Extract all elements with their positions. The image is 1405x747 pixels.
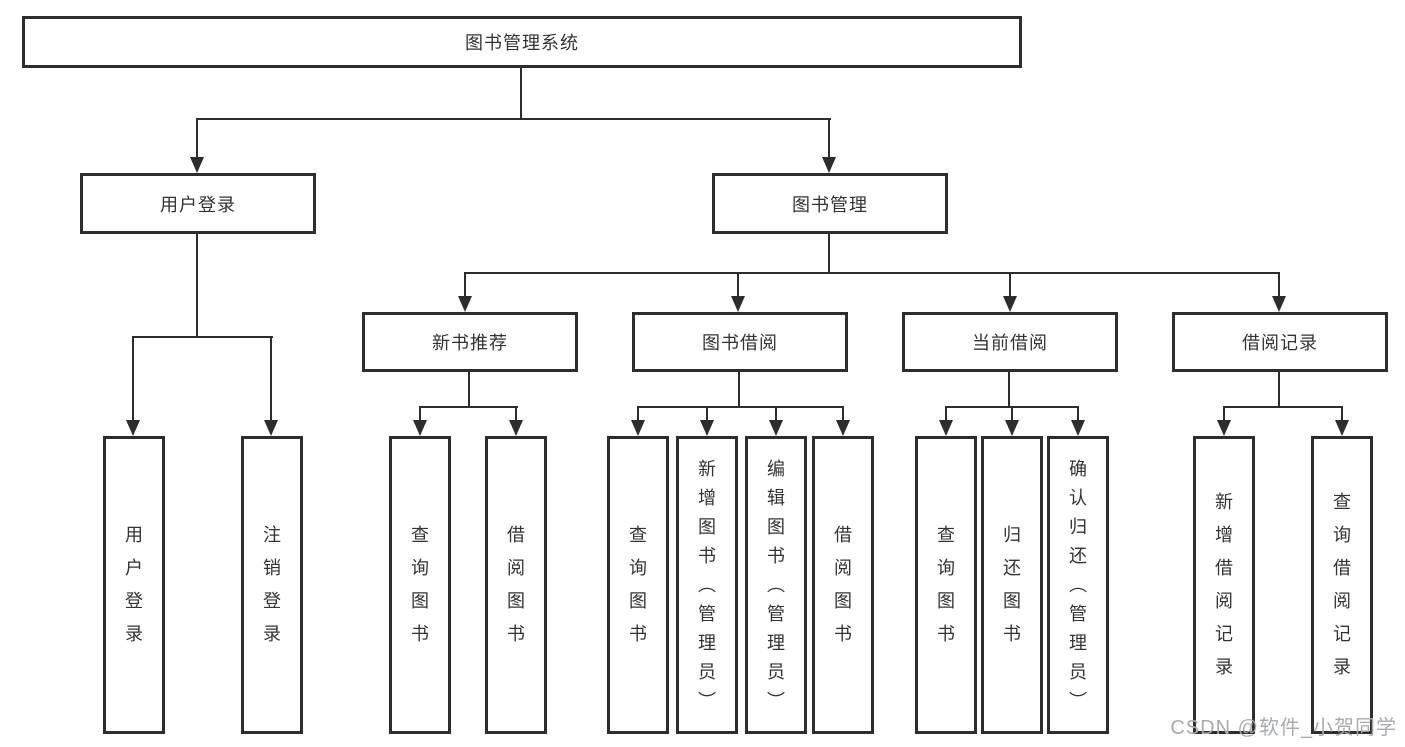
connector-to-current-borrowing [1009,272,1011,302]
leaf-add-books-admin: 新 增 图 书 ︵ 管 理 员 ︶ [676,436,738,734]
node-user-login: 用户登录 [80,173,316,234]
csdn-watermark: CSDN @软件_小贺同学 [1170,717,1397,739]
connector-leaf [1077,406,1079,421]
arrow-to-borrowing-records [1272,296,1286,312]
leaf-label: 编 辑 图 书 ︵ 管 理 员 ︶ [767,458,785,711]
connector-book-management-bar [464,272,1280,274]
connector-leaf [945,406,947,421]
node-borrowing-records: 借阅记录 [1172,312,1388,372]
arrow-to-book-borrowing [731,296,745,312]
arrow-to-leaf-return-books [1005,420,1019,436]
leaf-label: 新 增 借 阅 记 录 [1215,492,1233,677]
node-new-book-recommendation: 新书推荐 [362,312,578,372]
connector-borrowing-records-bar [1223,406,1343,408]
node-label: 新书推荐 [432,333,508,353]
node-label: 图书管理 [792,194,868,215]
arrow-to-leaf-logout [264,420,278,436]
connector-book-borrowing-bar [637,406,844,408]
leaf-query-books-2: 查 询 图 书 [607,436,669,734]
connector-new-book-drop [468,372,470,406]
connector-book-management-drop [828,234,830,272]
connector-to-leaf-logout [270,336,272,421]
arrow-to-leaf-query-books-3 [939,420,953,436]
connector-root-drop [520,68,522,118]
arrow-to-leaf-query-books-2 [631,420,645,436]
connector-to-book-borrowing [737,272,739,302]
connector-leaf [515,406,517,421]
node-label: 图书借阅 [702,333,778,353]
leaf-label: 用 户 登 录 [125,525,143,644]
connector-leaf [1223,406,1225,421]
connector-leaf [842,406,844,421]
connector-borrowing-records-drop [1278,372,1280,406]
leaf-return-books: 归 还 图 书 [981,436,1043,734]
arrow-to-book-management [822,157,836,173]
arrow-to-new-book-recommendation [458,296,472,312]
arrow-to-leaf-add-books [700,420,714,436]
leaf-label: 查 询 图 书 [411,525,429,644]
arrow-to-leaf-user-login [126,420,140,436]
arrow-to-leaf-add-record [1217,420,1231,436]
node-book-management-system: 图书管理系统 [22,16,1022,68]
leaf-borrow-books-2: 借 阅 图 书 [812,436,874,734]
leaf-query-books-3: 查 询 图 书 [915,436,977,734]
leaf-label: 查 询 图 书 [937,525,955,644]
connector-to-user-login [196,118,198,158]
arrow-to-user-login [190,157,204,173]
connector-to-borrowing-records [1278,272,1280,302]
arrow-to-current-borrowing [1003,296,1017,312]
node-label: 借阅记录 [1242,333,1318,353]
connector-leaf [706,406,708,421]
arrow-to-leaf-query-record [1335,420,1349,436]
arrow-to-leaf-borrow-books-2 [836,420,850,436]
node-label: 当前借阅 [972,333,1048,353]
connector-leaf [1011,406,1013,421]
leaf-label: 注 销 登 录 [263,525,281,644]
leaf-label: 新 增 图 书 ︵ 管 理 员 ︶ [698,458,716,711]
connector-leaf [637,406,639,421]
connector-book-borrowing-drop [738,372,740,406]
connector-to-book-management [828,118,830,158]
node-current-borrowing: 当前借阅 [902,312,1118,372]
connector-user-login-bar [132,336,273,338]
leaf-query-borrow-record: 查 询 借 阅 记 录 [1311,436,1373,734]
node-book-management: 图书管理 [712,173,948,234]
connector-root-bar [196,118,831,120]
leaf-confirm-return-admin: 确 认 归 还 ︵ 管 理 员 ︶ [1047,436,1109,734]
connector-current-borrowing-drop [1008,372,1010,406]
connector-leaf [419,406,421,421]
connector-to-leaf-user-login [132,336,134,421]
arrow-to-leaf-edit-books [769,420,783,436]
node-book-borrowing: 图书借阅 [632,312,848,372]
leaf-query-books-1: 查 询 图 书 [389,436,451,734]
leaf-label: 查 询 图 书 [629,525,647,644]
leaf-user-login: 用 户 登 录 [103,436,165,734]
connector-to-new-book-recommendation [464,272,466,302]
arrow-to-leaf-query-books-1 [413,420,427,436]
connector-leaf [1341,406,1343,421]
leaf-logout: 注 销 登 录 [241,436,303,734]
node-label: 用户登录 [160,194,236,215]
leaf-borrow-books-1: 借 阅 图 书 [485,436,547,734]
leaf-label: 归 还 图 书 [1003,525,1021,644]
connector-new-book-bar [419,406,518,408]
leaf-add-borrow-record: 新 增 借 阅 记 录 [1193,436,1255,734]
leaf-edit-books-admin: 编 辑 图 书 ︵ 管 理 员 ︶ [745,436,807,734]
connector-user-login-drop [196,233,198,336]
leaf-label: 借 阅 图 书 [507,525,525,644]
arrow-to-leaf-borrow-books-1 [509,420,523,436]
leaf-label: 查 询 借 阅 记 录 [1333,492,1351,677]
connector-leaf [775,406,777,421]
node-label: 图书管理系统 [465,33,579,53]
arrow-to-leaf-confirm-return [1071,420,1085,436]
leaf-label: 确 认 归 还 ︵ 管 理 员 ︶ [1069,458,1087,711]
leaf-label: 借 阅 图 书 [834,525,852,644]
